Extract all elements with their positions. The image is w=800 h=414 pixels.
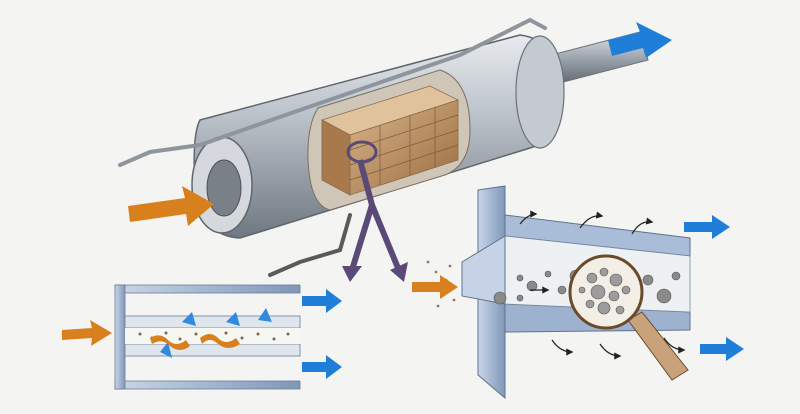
wall-flow-schematic xyxy=(114,284,301,390)
magnifier-icon xyxy=(568,254,689,381)
flow-deflectors xyxy=(160,308,272,358)
outflow-arrow-top xyxy=(608,22,672,58)
sensor-tube-bottom xyxy=(268,213,352,277)
inflow-arrow-channel xyxy=(412,275,458,299)
outflow-arrow-schematic-top xyxy=(302,289,342,313)
ceramic-honeycomb xyxy=(320,85,460,196)
particle-flow-arrow xyxy=(342,140,408,282)
outflow-arrow-channel-top xyxy=(684,215,730,239)
inflow-arrow-main xyxy=(128,186,214,226)
outlet-end-cap xyxy=(515,35,565,149)
sensor-tube-top xyxy=(118,17,547,167)
magnified-channel xyxy=(426,185,691,400)
channel-inlet-funnel xyxy=(461,235,506,305)
inlet-opening xyxy=(206,159,242,217)
gas-flow-ribbons xyxy=(150,334,240,350)
outflow-arrow-schematic-bottom xyxy=(302,355,342,379)
soot-particles-trapped xyxy=(493,269,681,305)
filter-housing xyxy=(118,17,649,277)
gas-escape-darts xyxy=(519,210,686,360)
outflow-arrow-channel-bottom xyxy=(700,337,744,361)
inflow-arrow-schematic xyxy=(62,320,112,346)
